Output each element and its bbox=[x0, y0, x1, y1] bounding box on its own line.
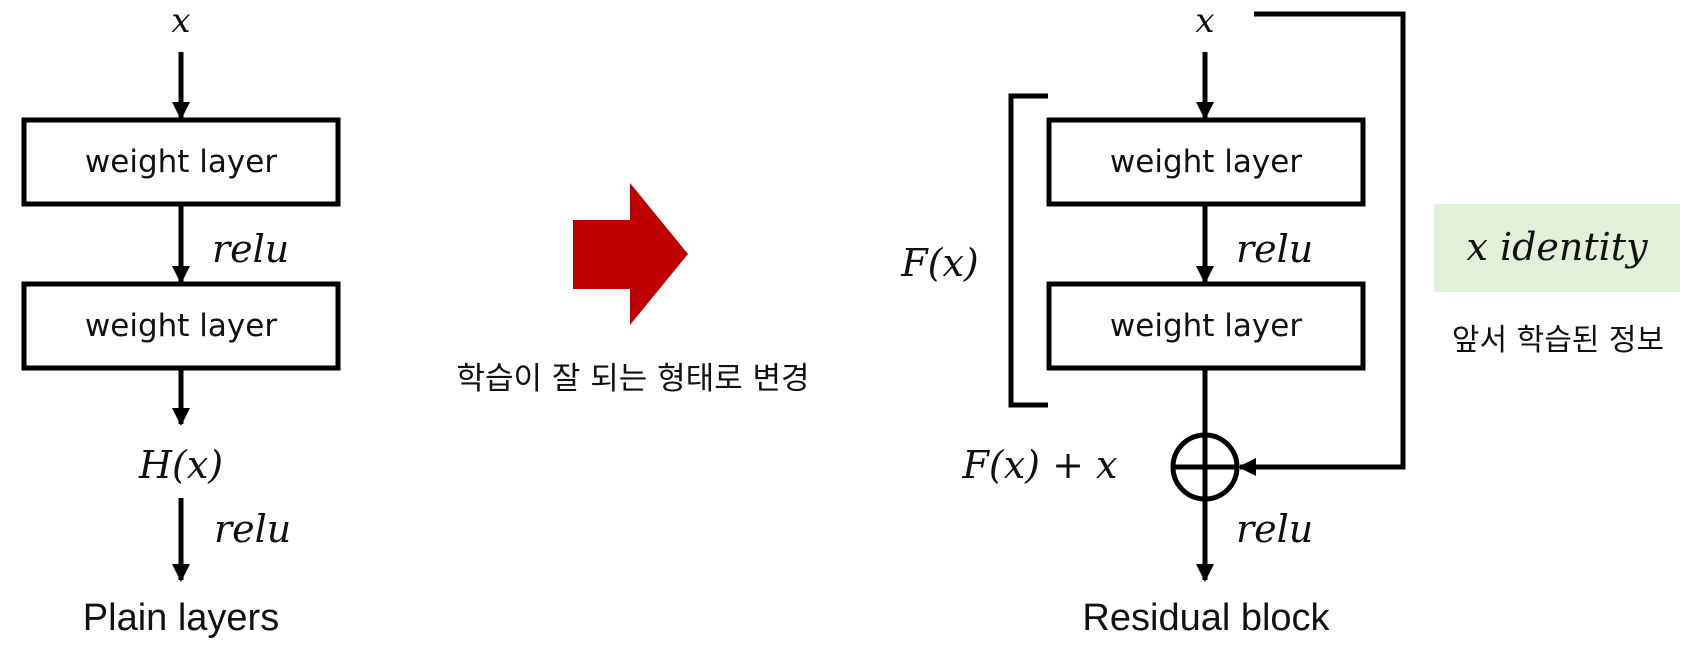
transition-text: 학습이 잘 되는 형태로 변경 bbox=[456, 361, 809, 397]
transition-group: 학습이 잘 되는 형태로 변경 bbox=[456, 183, 810, 397]
plain-weight-layer-1 bbox=[21, 117, 341, 207]
plain-relu-2-label: relu bbox=[214, 507, 291, 551]
plain-caption: Plain layers bbox=[83, 597, 279, 639]
identity-note-background bbox=[1434, 204, 1680, 292]
plain-weight-layer-1-label: weight layer bbox=[85, 144, 277, 180]
plain-layers-group: x weight layer relu weight layer H(x) re… bbox=[21, 1, 341, 639]
residual-block-group: x F(x) weight layer relu weight layer F(… bbox=[900, 1, 1406, 639]
transition-arrow-icon bbox=[573, 183, 688, 325]
function-bracket bbox=[1008, 93, 1048, 408]
residual-weight-layer-2-label: weight layer bbox=[1110, 308, 1302, 344]
plain-input-label: x bbox=[171, 1, 190, 41]
plain-output-label: H(x) bbox=[138, 443, 223, 487]
identity-note-title: x identity bbox=[1466, 225, 1648, 269]
plain-weight-layer-2-label: weight layer bbox=[85, 308, 277, 344]
identity-note-subtitle: 앞서 학습된 정보 bbox=[1452, 323, 1664, 358]
residual-relu-1-label: relu bbox=[1236, 227, 1313, 271]
residual-input-label: x bbox=[1195, 1, 1214, 41]
addition-node-icon bbox=[1170, 432, 1240, 502]
residual-weight-layer-1-label: weight layer bbox=[1110, 144, 1302, 180]
plain-relu-1-label: relu bbox=[212, 227, 289, 271]
plain-weight-layer-2 bbox=[21, 281, 341, 371]
residual-relu-2-label: relu bbox=[1236, 507, 1313, 551]
residual-caption: Residual block bbox=[1082, 597, 1330, 639]
residual-weight-layer-1 bbox=[1046, 117, 1366, 207]
residual-weight-layer-2 bbox=[1046, 281, 1366, 371]
function-label: F(x) bbox=[900, 241, 978, 285]
sum-label: F(x) + x bbox=[962, 443, 1118, 487]
identity-note-group: x identity 앞서 학습된 정보 bbox=[1434, 204, 1680, 358]
skip-connection-line bbox=[1238, 11, 1406, 476]
